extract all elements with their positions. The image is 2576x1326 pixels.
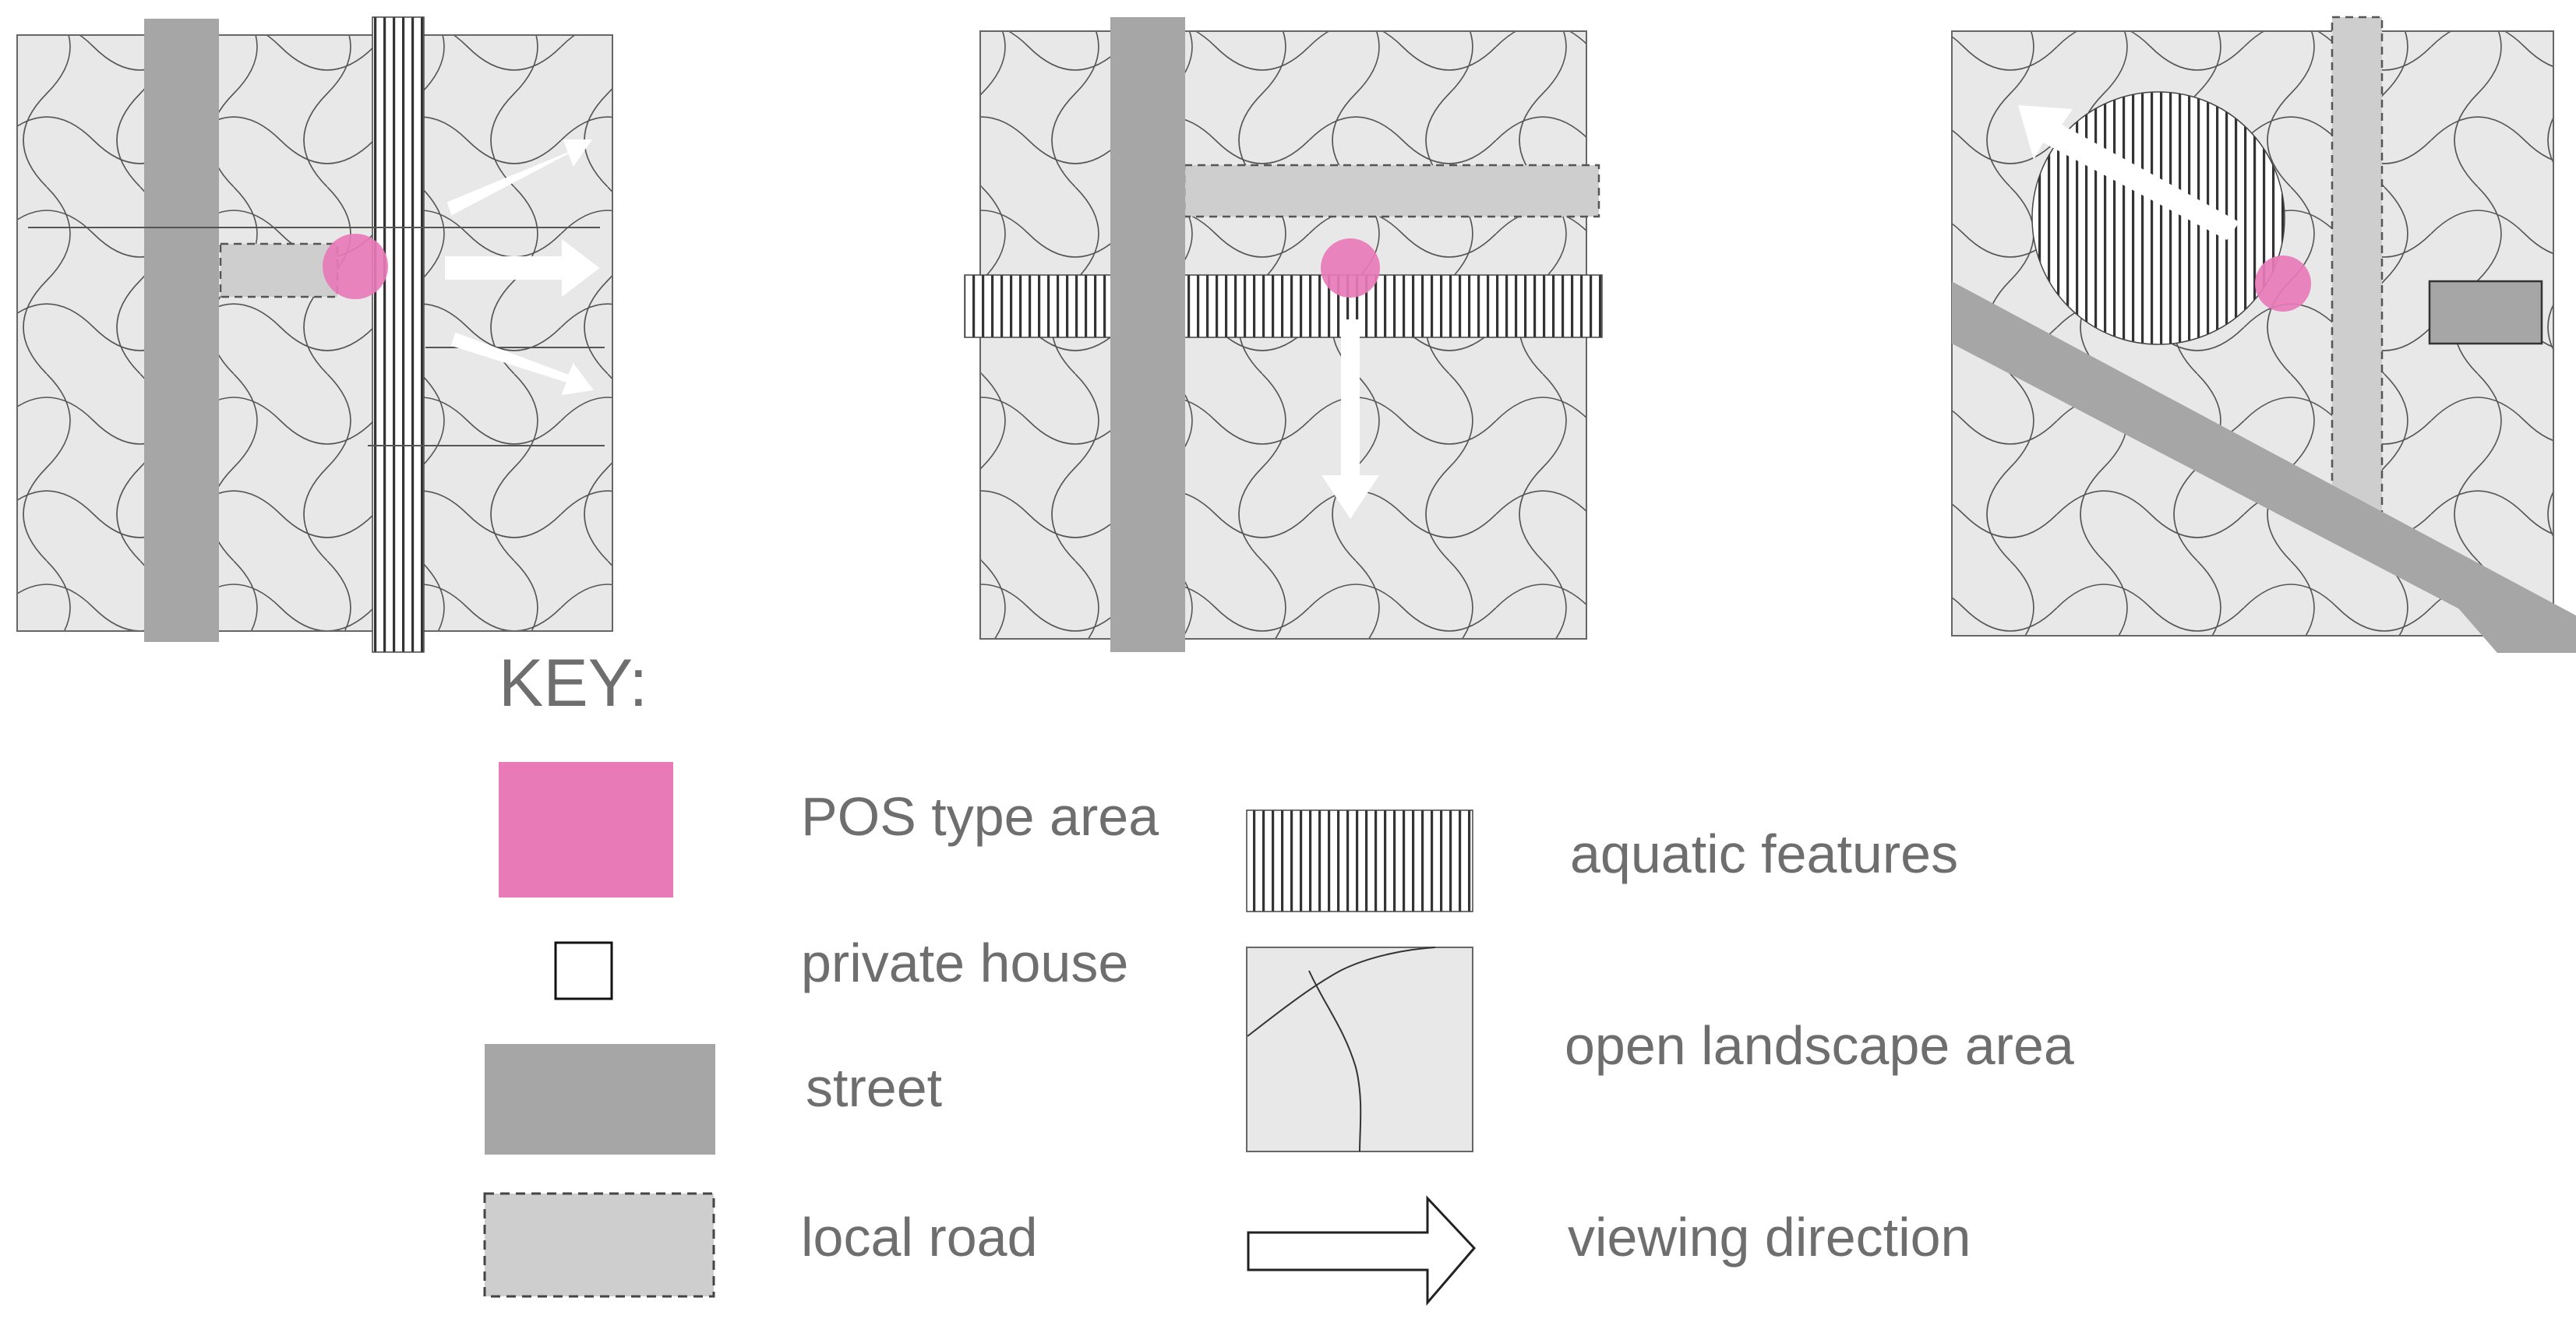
legend-aquatic-swatch [1246, 809, 1473, 912]
local-road [2331, 16, 2384, 525]
street [1110, 17, 1185, 652]
viewing-arrow [2018, 105, 2239, 240]
private-house [2428, 280, 2543, 345]
legend-street-swatch [485, 1044, 715, 1155]
local-road [1183, 164, 1600, 218]
viewing-arrow [1322, 319, 1379, 519]
legend-house-swatch [554, 941, 613, 1000]
panel-2 [964, 17, 1603, 652]
viewing-arrows [445, 139, 600, 396]
legend-pos-label: POS type area [801, 786, 1159, 847]
aquatic-features-strip [372, 16, 425, 653]
legend-house-label: private house [801, 933, 1128, 993]
viewing-arrow [446, 139, 592, 216]
aquatic-features-strip [964, 274, 1603, 338]
local-road [219, 242, 339, 298]
street-end [2454, 604, 2576, 653]
legend-local-road-swatch [483, 1192, 715, 1298]
panel-1 [16, 16, 613, 653]
legend-local-road-label: local road [801, 1207, 1038, 1268]
open-landscape-area [16, 34, 613, 632]
street [144, 19, 219, 642]
legend-landscape-label: open landscape area [1565, 1015, 2074, 1076]
pos-area [1321, 238, 1380, 298]
view-lines [28, 227, 605, 446]
pos-area [2255, 256, 2311, 312]
legend-viewing-arrow [1247, 1195, 1477, 1307]
pos-area [323, 234, 388, 299]
legend-viewing-label: viewing direction [1568, 1207, 1971, 1268]
legend: KEY: POS type area private house street … [483, 646, 2074, 1307]
panel-3 [1951, 16, 2576, 653]
street [1952, 281, 2575, 639]
legend-street-label: street [806, 1057, 942, 1118]
legend-landscape-swatch [1246, 947, 1473, 1152]
legend-title: KEY: [499, 646, 648, 721]
legend-aquatic-label: aquatic features [1570, 823, 1958, 884]
viewing-arrow [445, 238, 600, 298]
legend-pos-swatch [499, 762, 673, 898]
viewing-arrow [450, 332, 594, 396]
